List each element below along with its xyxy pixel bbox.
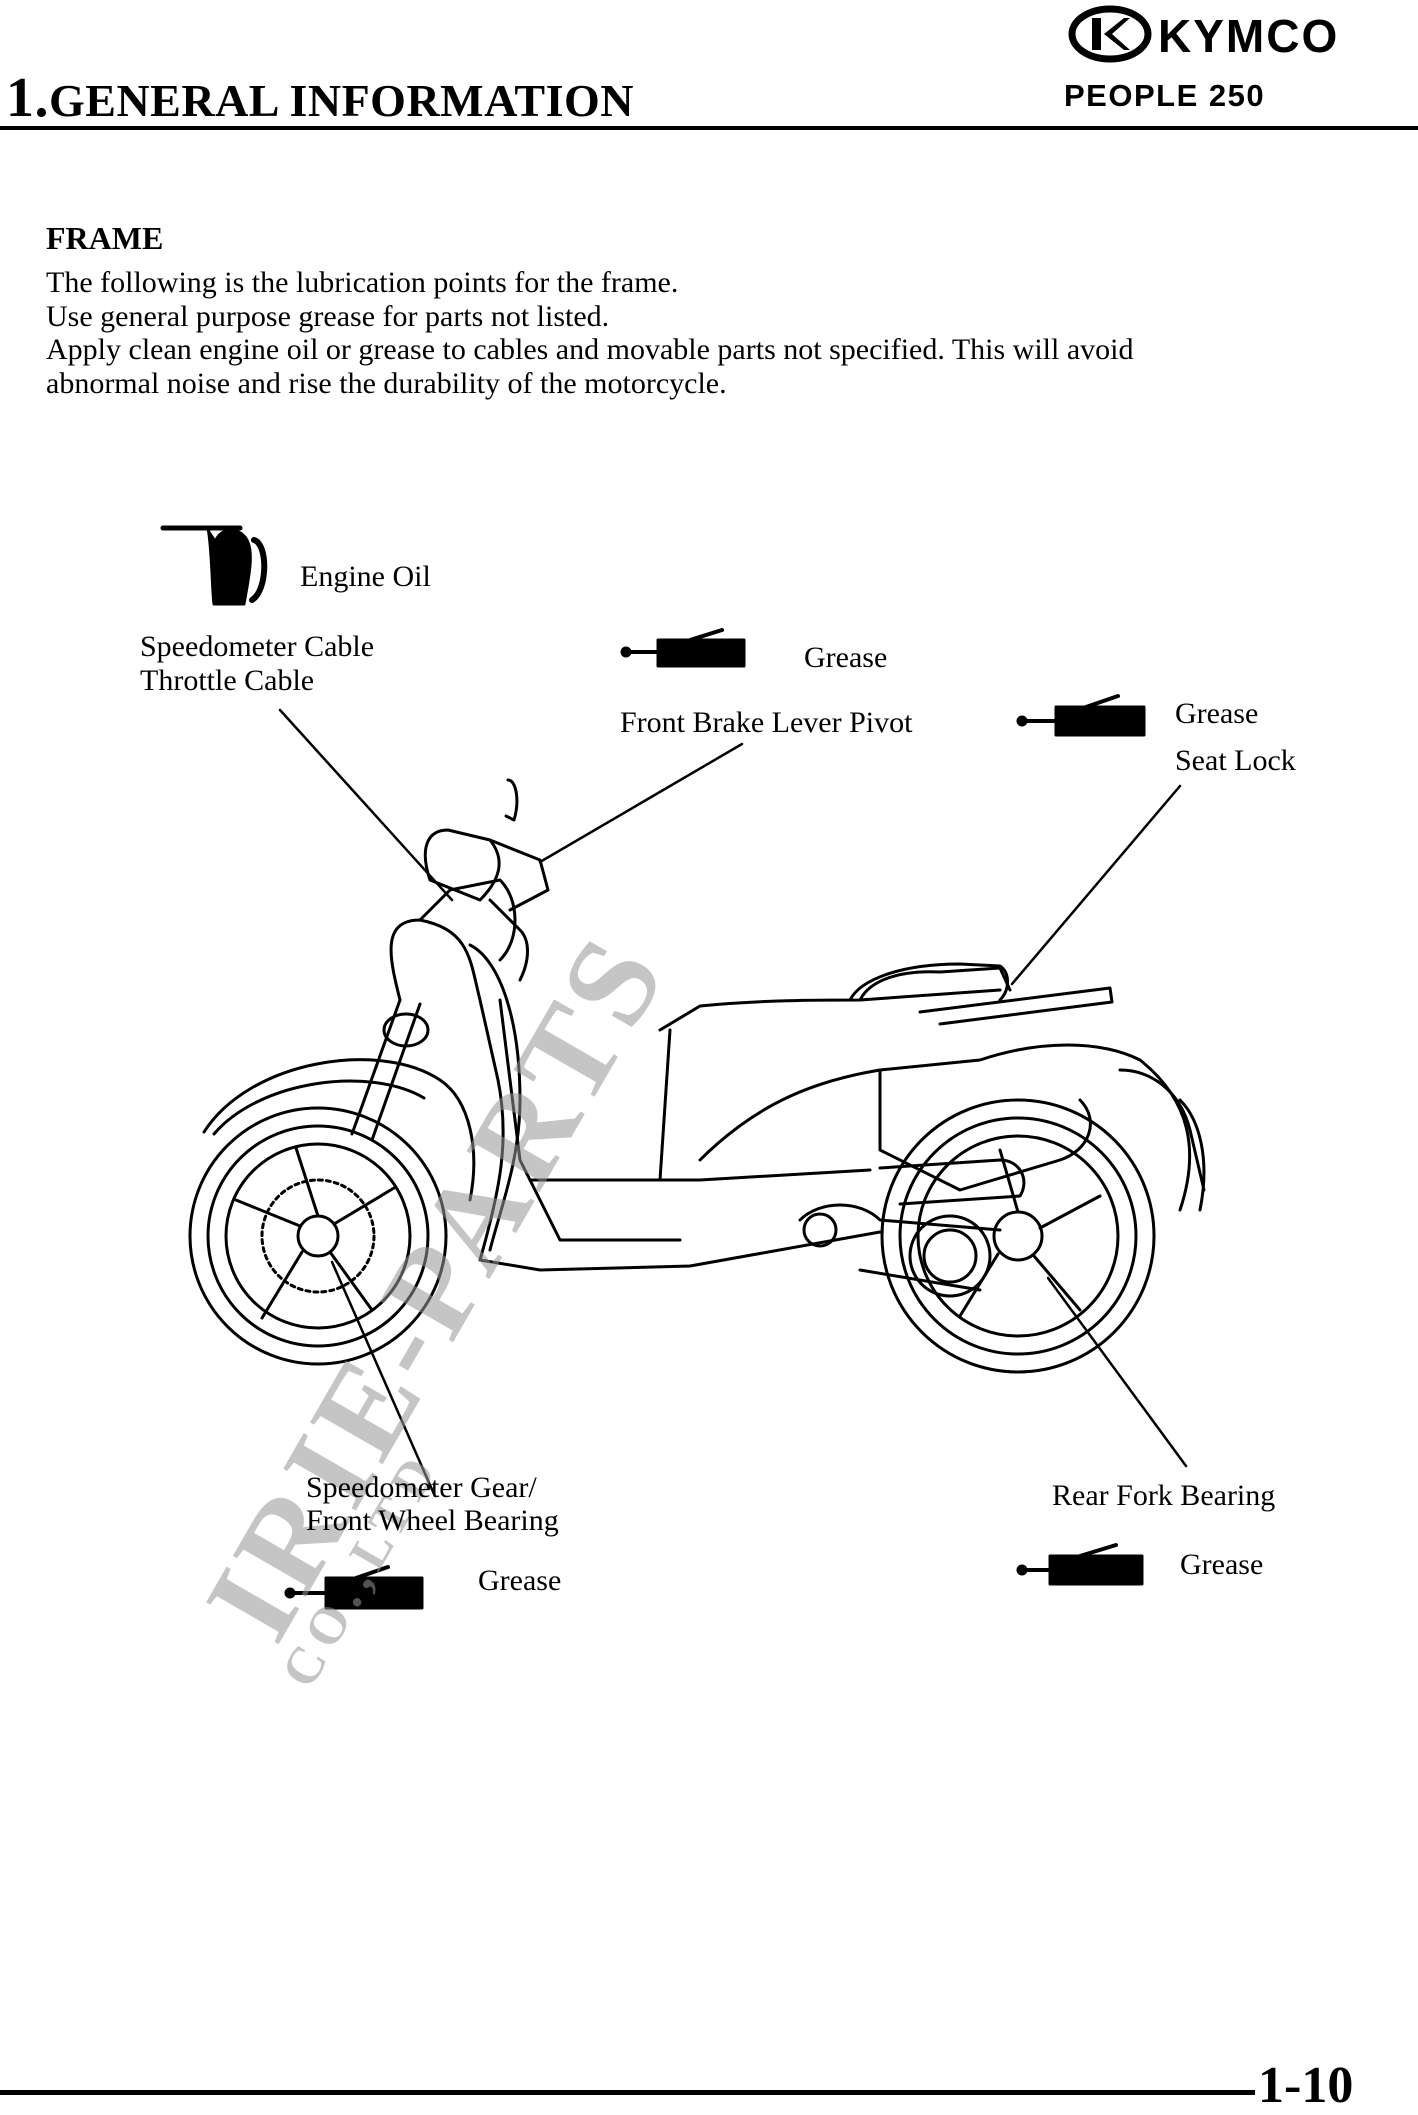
grease-gun-icon-bottom-left [284,1565,424,1610]
header-divider [0,126,1418,130]
kymco-logo: KYMCO [1068,5,1339,63]
leader-seat-lock [1010,784,1182,986]
grease-gun-icon-top [620,628,746,668]
speedometer-gear-label: Speedometer Gear/ [306,1471,537,1504]
grease-label-right: Grease [1175,697,1259,730]
grease-label-bottom-left: Grease [478,1564,562,1597]
oil-can-icon [160,525,268,606]
paragraph-line: The following is the lubrication points … [46,266,679,299]
scooter-illustration [188,778,1206,1374]
model-name: PEOPLE 250 [1064,78,1266,113]
front-brake-lever-pivot-label: Front Brake Lever Pivot [620,706,913,739]
rear-fork-bearing-label: Rear Fork Bearing [1052,1479,1276,1512]
leader-speedometer-gear [330,1260,436,1496]
grease-label-bottom-right: Grease [1180,1548,1264,1581]
grease-gun-icon-bottom-right [1016,1543,1144,1586]
leader-rear-fork-bearing [1046,1276,1188,1468]
grease-label-top: Grease [804,641,888,674]
seat-lock-label: Seat Lock [1175,744,1296,777]
paragraph-line: abnormal noise and rise the durability o… [46,367,727,400]
paragraph-line: Use general purpose grease for parts not… [46,300,610,333]
leader-front-brake-lever [538,742,744,864]
engine-oil-label: Engine Oil [300,560,431,593]
section-number: 1. [6,67,49,129]
leader-speedometer-cable [278,708,454,902]
section-title-text: GENERAL INFORMATION [49,75,634,126]
section-title: 1.GENERAL INFORMATION [6,66,634,130]
throttle-cable-label: Throttle Cable [140,664,315,697]
page-number: 1-10 [1258,2057,1354,2114]
grease-gun-icon-right [1016,694,1146,737]
frame-heading: FRAME [46,220,164,256]
front-wheel-bearing-label: Front Wheel Bearing [306,1504,559,1537]
footer-divider [0,2090,1255,2095]
svg-text:KYMCO: KYMCO [1158,10,1339,62]
paragraph-line: Apply clean engine oil or grease to cabl… [46,333,1134,366]
speedometer-cable-label: Speedometer Cable [140,630,375,663]
